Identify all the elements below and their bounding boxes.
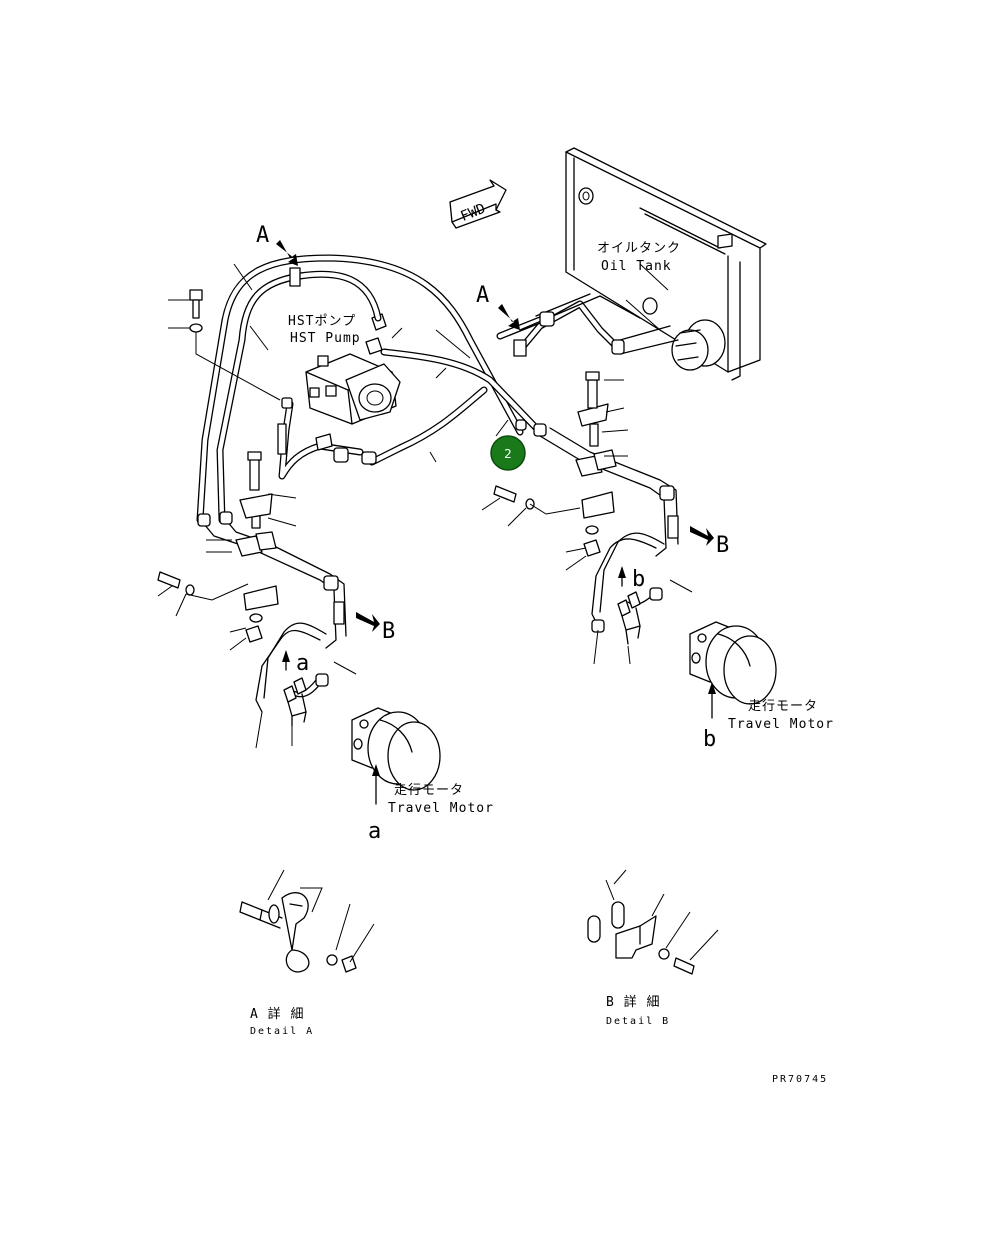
oil-tank-label-jp: オイルタンク — [597, 241, 681, 256]
fwd-arrow: FWD — [449, 179, 507, 229]
view-b-label-left: B — [382, 619, 395, 644]
oil-tank-label-en: Oil Tank — [601, 259, 672, 274]
port-a-label: a — [296, 651, 309, 676]
travel-motor-b — [689, 621, 777, 705]
detail-b-title-en: Detail B — [606, 1016, 670, 1027]
detail-b-title-jp: B 詳 細 — [606, 994, 660, 1010]
travel-motor-b-label-en: Travel Motor — [728, 717, 834, 732]
travel-motor-a-label-en: Travel Motor — [388, 801, 494, 816]
travel-motor-a-label-jp: 走行モータ — [394, 783, 464, 798]
detail-a-title-jp: A 詳 細 — [250, 1006, 304, 1022]
hst-pump — [305, 313, 401, 425]
hst-pump-label-jp: HSTポンプ — [288, 314, 356, 329]
detail-a-title-en: Detail A — [250, 1026, 314, 1037]
view-a-label-right: A — [476, 283, 489, 308]
callout-2-circle[interactable] — [490, 435, 526, 471]
motor-a-letter: a — [368, 819, 381, 844]
right-tubing — [493, 371, 679, 633]
travel-motor-a — [351, 707, 441, 791]
hst-pump-label-en: HST Pump — [290, 331, 361, 346]
detail-b — [587, 869, 719, 975]
travel-motor-b-label-jp: 走行モータ — [748, 699, 818, 714]
view-b-label-right: B — [716, 533, 729, 558]
port-b-label: b — [632, 567, 645, 592]
view-arrows — [276, 240, 714, 632]
oil-tank — [565, 147, 767, 381]
hose-lines — [196, 254, 624, 524]
port-fittings-b — [617, 591, 641, 645]
left-tubing — [157, 267, 625, 713]
detail-a — [239, 869, 375, 973]
leader-lines — [157, 263, 693, 749]
callout-2[interactable]: 2 — [490, 435, 526, 471]
view-a-label-left: A — [256, 223, 269, 248]
motor-b-letter: b — [703, 727, 716, 752]
port-fittings-a — [283, 677, 307, 727]
drawing-number: PR70745 — [772, 1074, 828, 1085]
callout-2-label[interactable]: 2 — [504, 447, 512, 461]
